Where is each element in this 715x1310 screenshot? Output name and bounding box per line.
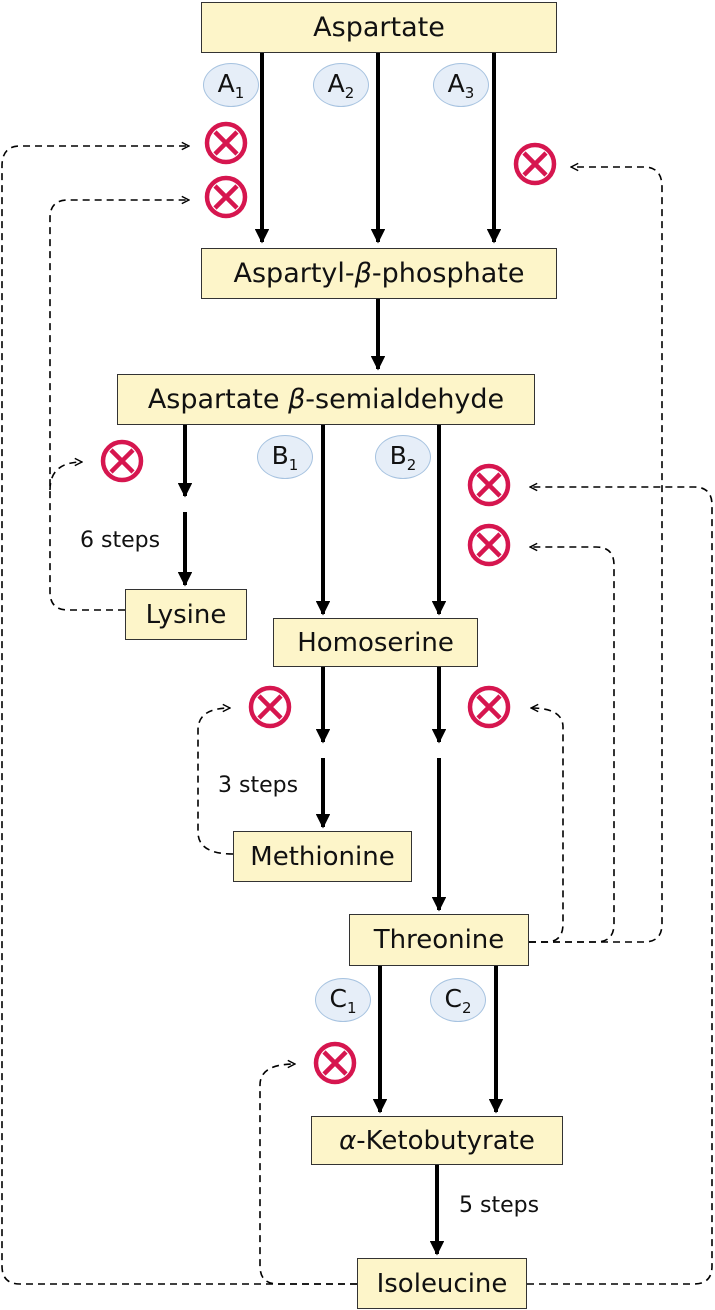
metabolite-aspartyl-phosphate: Aspartyl-β-phosphate bbox=[201, 248, 557, 299]
metabolite-homoserine: Homoserine bbox=[273, 618, 478, 667]
feedback-lysine-to-lysine-branch bbox=[49, 462, 82, 491]
feedback-lysine-to-a1 bbox=[49, 200, 189, 611]
step-count-lysine: 6 steps bbox=[80, 528, 161, 553]
metabolite-aspartate-semialdehyde: Aspartate β-semialdehyde bbox=[117, 374, 535, 425]
inhibition-icon-methionine-branch bbox=[248, 685, 292, 729]
feedback-threonine-to-a3 bbox=[529, 167, 663, 943]
feedback-isoleucine-to-c1 bbox=[259, 1064, 357, 1285]
enzyme-b2: B2 bbox=[375, 435, 431, 479]
inhibition-icon-a1-isoleucine bbox=[204, 121, 248, 165]
feedback-threonine-to-b2 bbox=[529, 547, 615, 943]
inhibition-icon-threonine-branch bbox=[467, 685, 511, 729]
metabolite-methionine: Methionine bbox=[233, 831, 412, 882]
enzyme-a2: A2 bbox=[313, 63, 369, 107]
inhibition-icon-lysine-branch bbox=[100, 439, 144, 483]
metabolite-alpha-ketobutyrate: α-Ketobutyrate bbox=[311, 1116, 563, 1165]
enzyme-c2: C2 bbox=[430, 978, 486, 1022]
feedback-isoleucine-to-threonine-deaminase bbox=[527, 487, 713, 1285]
inhibition-icon-b2-threonine bbox=[467, 523, 511, 567]
inhibition-icon-a1-lysine bbox=[204, 175, 248, 219]
feedback-isoleucine-to-a1 bbox=[1, 146, 357, 1285]
step-count-methionine: 3 steps bbox=[218, 773, 299, 798]
inhibition-icon-c1-isoleucine bbox=[313, 1041, 357, 1085]
metabolite-threonine: Threonine bbox=[349, 914, 529, 966]
step-count-isoleucine: 5 steps bbox=[459, 1193, 540, 1218]
metabolite-isoleucine: Isoleucine bbox=[357, 1258, 527, 1309]
enzyme-b1: B1 bbox=[257, 435, 313, 479]
enzyme-c1: C1 bbox=[315, 978, 371, 1022]
feedback-methionine-to-methionine-branch bbox=[197, 708, 234, 855]
enzyme-a3: A3 bbox=[433, 63, 489, 107]
inhibition-icon-isoleucine-upper bbox=[467, 463, 511, 507]
metabolite-aspartate: Aspartate bbox=[201, 2, 557, 53]
inhibition-icon-a3-threonine bbox=[513, 142, 557, 186]
enzyme-a1: A1 bbox=[203, 63, 259, 107]
metabolite-lysine: Lysine bbox=[125, 589, 247, 640]
feedback-threonine-to-homoserine-branch bbox=[529, 708, 564, 943]
